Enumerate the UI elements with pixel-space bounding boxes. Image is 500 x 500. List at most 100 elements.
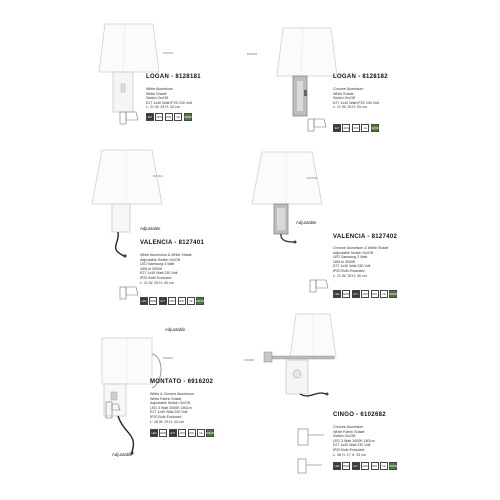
voltage-icon: 230V bbox=[342, 124, 351, 132]
spec-line: Switch On/Off bbox=[333, 434, 356, 439]
spec-line: E27 1x40 Watt 230 Volt bbox=[333, 443, 371, 448]
certification-icons: E27 230V IP20 CE ON/OFF bbox=[333, 124, 379, 132]
voltage-icon: 230V bbox=[361, 462, 370, 470]
spec-line: Adjustable Switch On/Off bbox=[333, 250, 373, 255]
product-code-tag: 8128181 bbox=[163, 52, 174, 55]
product-cingo-6102682: 6102682 CINGO - 6102682 Chrome Aluminium… bbox=[244, 310, 500, 500]
dimension-drawing bbox=[119, 111, 139, 125]
e27-icon: E27 bbox=[333, 124, 341, 132]
spec-line: Chrome Aluminium bbox=[333, 425, 364, 429]
lamp-montato-image bbox=[101, 337, 162, 455]
switch-icon: ON/OFF bbox=[389, 462, 398, 470]
product-code-tag: 8127402 bbox=[307, 177, 318, 180]
e27-icon: E27 bbox=[351, 462, 360, 470]
dimension-drawing bbox=[307, 118, 327, 132]
adjustable-label-top: Adjustable bbox=[165, 327, 186, 332]
spec-line: Adjustable Switch On/Off bbox=[150, 401, 190, 406]
product-valencia-8127402: 8127402 Adjustable VALENCIA - 8127402 Ch… bbox=[250, 140, 500, 310]
voltage-icon: 230V bbox=[155, 113, 164, 121]
switch-icon: ON/OFF bbox=[206, 429, 215, 437]
spec-line: LED 3 Watt 3000K 180Lm bbox=[333, 438, 375, 443]
spec-line: Switch On/Off bbox=[146, 96, 169, 101]
spec-line: 180Lm 3000K bbox=[333, 259, 356, 264]
product-specs: Chrome Aluminium White Fabric Shade Swit… bbox=[333, 425, 375, 457]
spec-line: White Aluminium bbox=[146, 87, 173, 91]
switch-icon: ON/OFF bbox=[370, 124, 379, 132]
product-montato-6916202: Adjustable 6916202 MONTATO - 6916202 Whi… bbox=[0, 310, 250, 500]
product-code-tag: 6916202 bbox=[163, 357, 174, 360]
lamp-valencia-chrome-image bbox=[251, 151, 323, 244]
voltage-icon: 230V bbox=[178, 429, 187, 437]
e27-icon: E27 bbox=[158, 297, 167, 305]
product-code-tag: 6102682 bbox=[244, 359, 255, 362]
product-logan-8128182: 8128182 LOGAN - 8128182 Chrome Aluminium… bbox=[247, 0, 500, 140]
product-specs: Chrome Aluminium & White Shade Adjustabl… bbox=[333, 246, 388, 278]
product-valencia-8127401: 8127401 Adjustable VALENCIA - 8127401 Wh… bbox=[0, 140, 250, 310]
ip20-icon: IP20 bbox=[370, 290, 379, 298]
dimension-drawing bbox=[105, 401, 121, 419]
product-title: CINGO - 6102682 bbox=[333, 412, 386, 418]
color-temp-icon: 3000K bbox=[149, 297, 158, 305]
spec-line: E27 1x40 Watt IP20 230 Volt bbox=[333, 100, 379, 105]
spec-line: White Shade bbox=[146, 91, 167, 96]
spec-line: L: 21 W: 25 H: 40 cm bbox=[333, 273, 367, 278]
adjustable-label: Adjustable bbox=[112, 452, 133, 457]
spec-line: IP20 Bulb Excluded bbox=[333, 268, 365, 273]
ip20-icon: IP20 bbox=[177, 297, 186, 305]
spec-line: E27 1x40 Watt 230 Volt bbox=[150, 410, 188, 415]
lamp-valencia-white-image bbox=[91, 149, 163, 258]
spec-line: Chrome Aluminium & White Shade bbox=[333, 246, 389, 250]
spec-line: LED Samsung 3 Watt bbox=[140, 262, 175, 267]
product-logan-8128181: 8128181 LOGAN - 8128181 White Aluminium … bbox=[0, 0, 250, 140]
ip20-icon: IP20 bbox=[187, 429, 196, 437]
color-temp-icon: 3000K bbox=[159, 429, 168, 437]
dimension-drawing bbox=[297, 428, 324, 474]
lamp-logan-chrome-image bbox=[276, 27, 338, 117]
spec-line: L: 18 W: 23 H: 44 cm bbox=[150, 419, 184, 424]
switch-icon: ON/OFF bbox=[389, 290, 398, 298]
product-specs: White Aluminium White Shade Switch On/Of… bbox=[146, 87, 192, 110]
spec-line: Switch On/Off bbox=[333, 96, 356, 101]
lamp-cingo-image bbox=[263, 313, 337, 397]
spec-line: White & Chrome Aluminium bbox=[150, 392, 194, 396]
ce-icon: CE bbox=[379, 462, 388, 470]
ce-icon: CE bbox=[174, 113, 183, 121]
spec-line: L: 21 W: 25 H: 33 cm bbox=[146, 105, 180, 110]
product-specs: Chrome Aluminium White Shade Switch On/O… bbox=[333, 87, 379, 110]
product-title: LOGAN - 8128182 bbox=[333, 74, 388, 80]
dimension-drawing bbox=[119, 286, 139, 300]
spec-line: IP20 Bulb Excluded bbox=[333, 447, 365, 452]
spec-line: Chrome Aluminium bbox=[333, 87, 364, 91]
spec-line: LED 3 Watt 3000K 180Lm bbox=[150, 405, 192, 410]
spec-line: White Shade bbox=[333, 91, 354, 96]
e27-icon: E27 bbox=[146, 113, 154, 121]
certification-icons: LED 3000K E27 230V IP20 CE ON/OFF bbox=[150, 429, 215, 437]
certification-icons: LED 3000K E27 230V IP20 CE ON/OFF bbox=[140, 297, 205, 305]
ce-icon: CE bbox=[186, 297, 195, 305]
ip20-icon: IP20 bbox=[351, 124, 360, 132]
spec-line: White Fabric Shade bbox=[150, 396, 182, 401]
led-icon: LED bbox=[150, 429, 158, 437]
spec-line: E27 1x40 Watt 230 Volt bbox=[333, 264, 371, 269]
spec-line: E27 1x40 Watt IP20 230 Volt bbox=[146, 100, 192, 105]
product-specs: White Aluminium & White Shade Adjustable… bbox=[140, 253, 192, 285]
product-specs: White & Chrome Aluminium White Fabric Sh… bbox=[150, 392, 194, 424]
color-temp-icon: 3000K bbox=[342, 290, 351, 298]
led-icon: LED bbox=[140, 297, 148, 305]
voltage-icon: 230V bbox=[361, 290, 370, 298]
switch-icon: ON/OFF bbox=[196, 297, 205, 305]
spec-line: 180Lm 3000K bbox=[140, 266, 163, 271]
spec-line: L: 21 W: 25 H: 40 cm bbox=[140, 280, 174, 285]
spec-line: E27 1x40 Watt 230 Volt bbox=[140, 271, 178, 276]
spec-line: L: 21 W: 25 H: 33 cm bbox=[333, 105, 367, 110]
spec-line: Adjustable Switch On/Off bbox=[140, 257, 180, 262]
adjustable-label: Adjustable bbox=[140, 226, 161, 231]
spec-line: IP20 Bulb Excluded bbox=[150, 414, 182, 419]
color-temp-icon: 3000K bbox=[342, 462, 351, 470]
product-code-tag: 8127401 bbox=[153, 175, 164, 178]
spec-line: White Aluminium & White Shade bbox=[140, 253, 192, 257]
dimension-drawing bbox=[309, 279, 329, 293]
ip20-icon: IP20 bbox=[164, 113, 173, 121]
voltage-icon: 230V bbox=[168, 297, 177, 305]
product-title: MONTATO - 6916202 bbox=[150, 379, 214, 385]
